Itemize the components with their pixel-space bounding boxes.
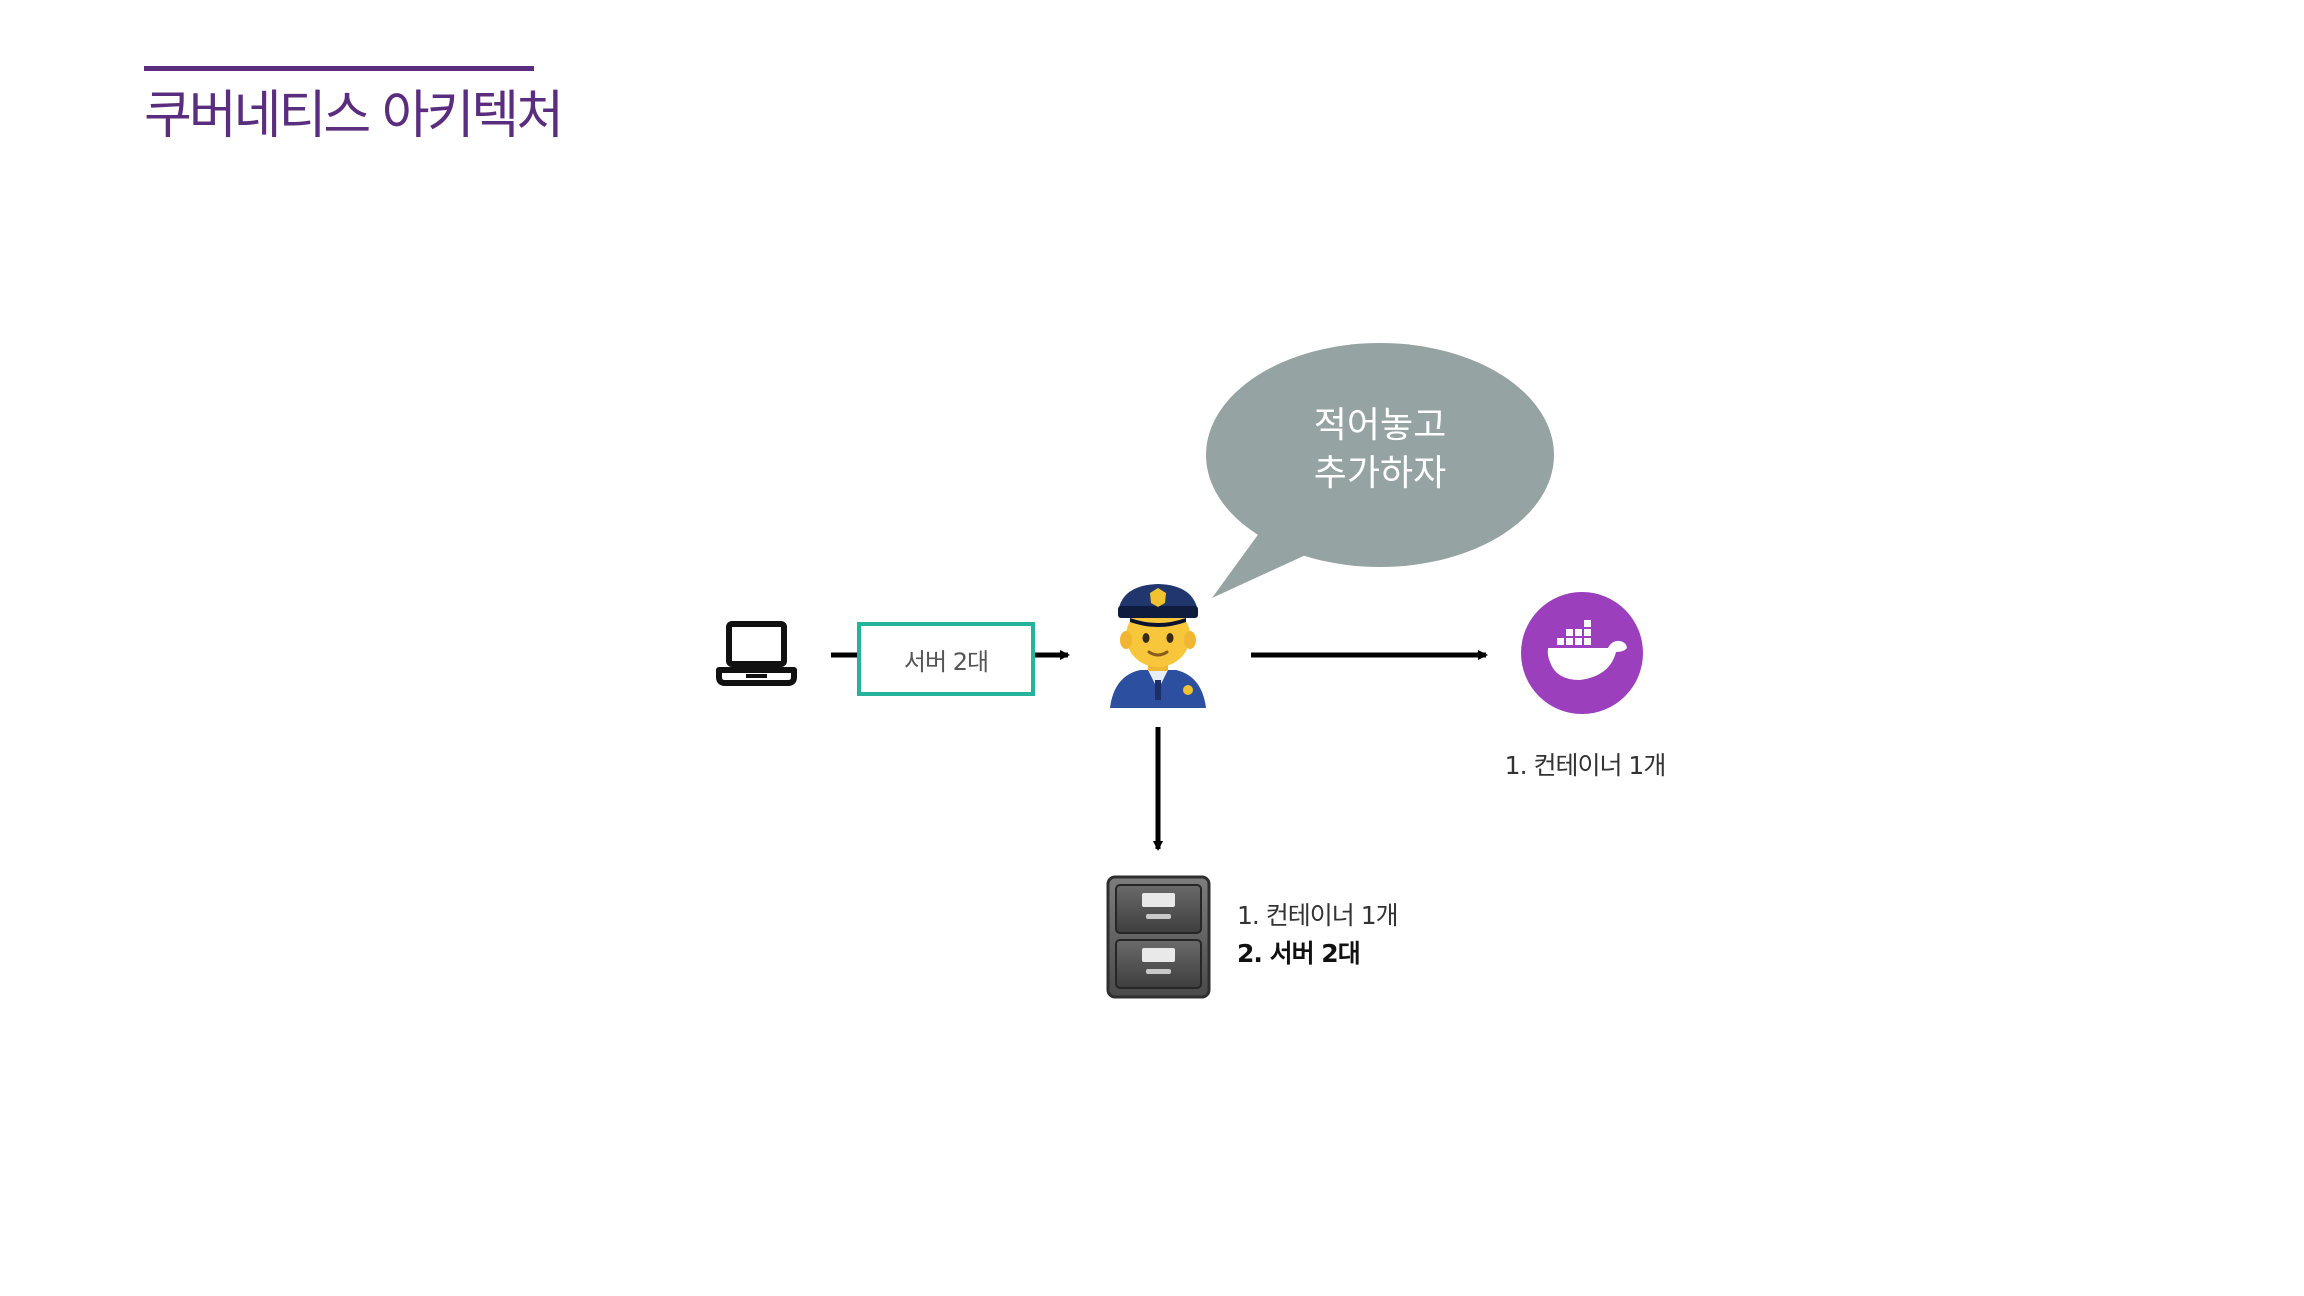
- docker-label: 1. 컨테이너 1개: [1504, 751, 1667, 780]
- speech-bubble-line: 추가하자: [1313, 453, 1447, 494]
- police-officer-icon: [1110, 584, 1206, 708]
- speech-bubble-text: 적어놓고 추가하자: [1215, 402, 1545, 498]
- laptop-icon: [716, 621, 797, 686]
- server-request-box: 서버 2대: [857, 622, 1035, 696]
- slide-title: 쿠버네티스 아키텍처: [144, 86, 564, 146]
- title-rule: [144, 66, 534, 71]
- cabinet-record-item: 1. 컨테이너 1개: [1237, 901, 1399, 930]
- speech-bubble-line: 적어놓고: [1313, 405, 1447, 446]
- cabinet-record-item: 2. 서버 2대: [1237, 939, 1361, 968]
- cabinet-record-list: 1. 컨테이너 1개 2. 서버 2대: [1237, 897, 1399, 973]
- speech-bubble: [1206, 343, 1554, 598]
- file-cabinet-icon: [1106, 875, 1211, 999]
- server-request-label: 서버 2대: [903, 647, 989, 676]
- docker-whale-icon: [1521, 592, 1643, 714]
